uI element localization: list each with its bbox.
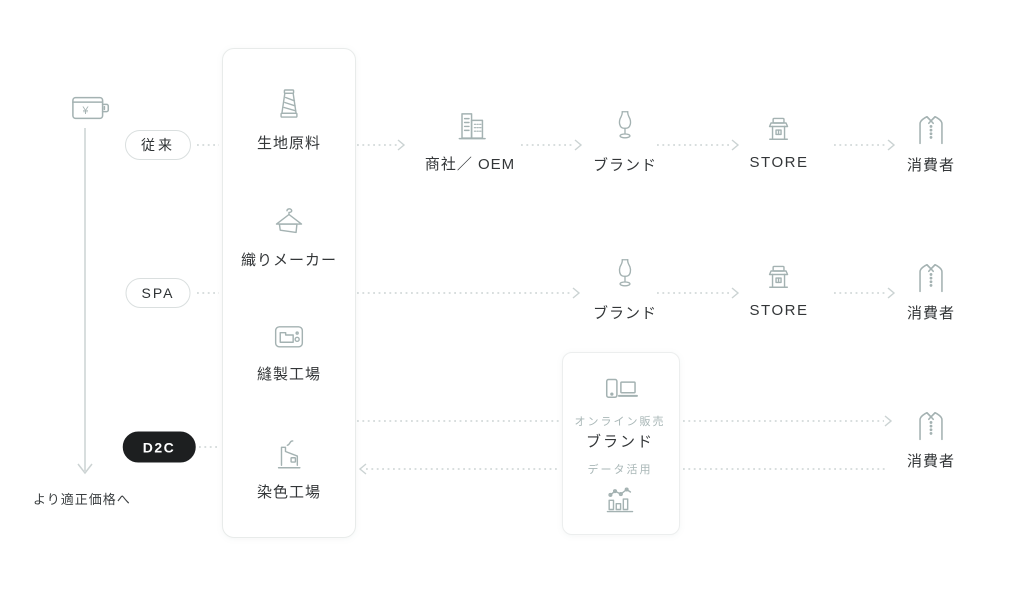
arrowhead-right — [572, 287, 581, 299]
office-building-icon — [449, 106, 491, 146]
factory-icon — [269, 434, 309, 474]
sewing-machine-icon — [269, 316, 309, 356]
arrowhead-left — [358, 463, 367, 475]
arrowhead-right — [884, 415, 893, 427]
model-pill-d2c[interactable]: D2C — [122, 431, 196, 463]
arrowhead-right — [731, 287, 740, 299]
model-pill-label: SPA — [141, 285, 175, 301]
node-brand-row1: ブランド — [593, 105, 657, 175]
node-label: STORE — [749, 302, 809, 319]
node-label: 商社／ OEM — [424, 156, 516, 173]
shirt-icon — [909, 105, 953, 147]
storefront-icon — [759, 109, 799, 147]
node-label: ブランド — [592, 157, 658, 174]
yen-symbol: ¥ — [82, 105, 90, 117]
supply-item-sewing: 縫製工場 — [257, 316, 321, 384]
node-consumer-d2c: 消費者 — [907, 401, 955, 471]
node-label: ブランド — [592, 305, 658, 322]
supply-item-label: 縫製工場 — [256, 366, 322, 383]
price-axis-line — [77, 128, 93, 475]
model-pill-traditional[interactable]: 従来 — [125, 130, 191, 160]
shirt-icon — [909, 253, 953, 295]
online-sales-label: オンライン販売 — [574, 416, 666, 428]
arrowhead-down — [77, 463, 93, 475]
supply-item-label: 生地原料 — [256, 135, 322, 152]
node-brand-row2: ブランド — [593, 253, 657, 323]
supply-item-label: 織りメーカー — [240, 252, 338, 269]
model-pill-label: 従来 — [141, 137, 175, 153]
model-pill-label: D2C — [142, 439, 176, 455]
d2c-brand-label: ブランド — [585, 433, 655, 451]
node-label: 消費者 — [906, 305, 956, 322]
model-pill-spa[interactable]: SPA — [125, 278, 191, 308]
node-consumer-row1: 消費者 — [907, 105, 955, 175]
node-label: 消費者 — [906, 453, 956, 470]
thread-spool-icon — [269, 85, 309, 125]
supply-item-fabric: 生地原料 — [257, 85, 321, 153]
node-store-row1: STORE — [750, 109, 809, 171]
supply-item-weaver: 織りメーカー — [241, 202, 337, 270]
supply-item-dyeing: 染色工場 — [257, 434, 321, 502]
shirt-icon — [909, 401, 953, 443]
hanger-icon — [269, 202, 309, 242]
devices-icon — [597, 374, 643, 408]
wallet-icon: ¥ — [68, 90, 112, 126]
arrowhead-right — [397, 139, 406, 151]
mannequin-icon — [606, 105, 644, 147]
supply-item-label: 染色工場 — [256, 484, 322, 501]
data-usage-label: データ活用 — [587, 464, 653, 476]
arrowhead-right — [574, 139, 583, 151]
arrowhead-right — [887, 139, 896, 151]
supply-card — [222, 48, 356, 538]
node-label: STORE — [749, 154, 809, 171]
node-store-row2: STORE — [750, 257, 809, 319]
node-trading-oem: 商社／ OEM — [425, 106, 515, 174]
storefront-icon — [759, 257, 799, 295]
bar-chart-icon — [600, 480, 640, 514]
arrowhead-right — [887, 287, 896, 299]
arrowhead-right — [731, 139, 740, 151]
price-axis-label: より適正価格へ — [33, 492, 131, 507]
node-consumer-row2: 消費者 — [907, 253, 955, 323]
node-label: 消費者 — [906, 157, 956, 174]
mannequin-icon — [606, 253, 644, 295]
